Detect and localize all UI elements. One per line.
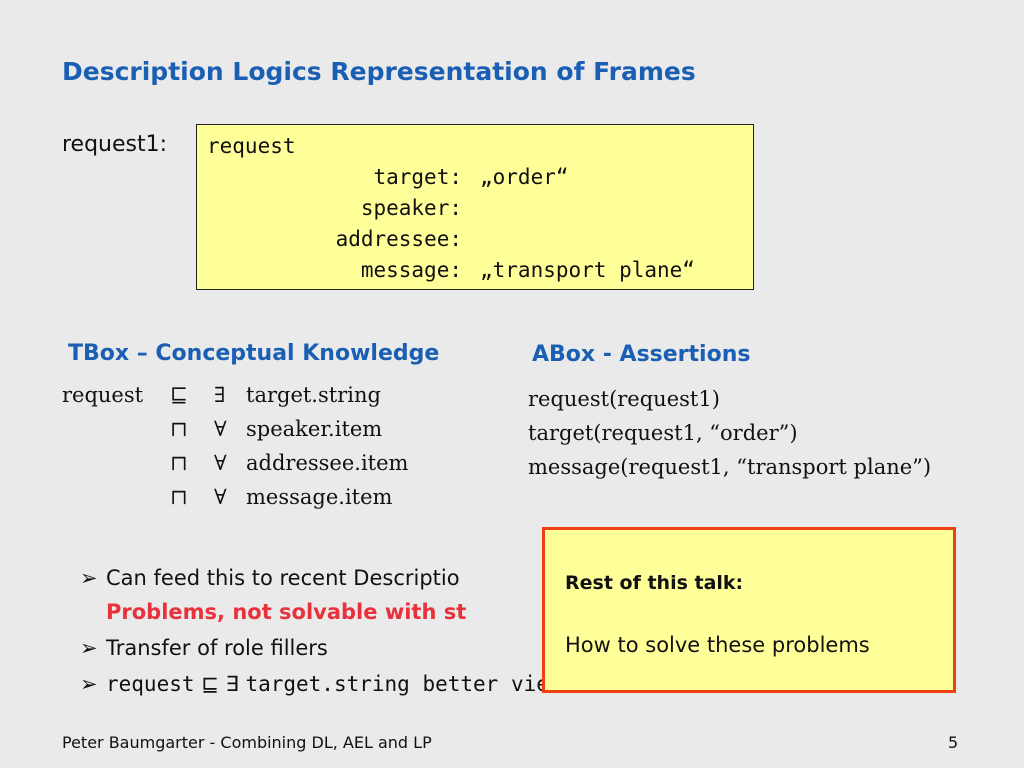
tbox-operator: ⊓ (170, 417, 188, 441)
frame-box: request target: „order“ speaker: address… (196, 124, 754, 290)
slot-key: target: (373, 165, 462, 189)
tbox-expression: target.string (246, 383, 381, 407)
bullet-arrow-icon: ➢ (80, 636, 98, 660)
tbox-heading: TBox – Conceptual Knowledge (68, 341, 440, 366)
slide-title: Description Logics Representation of Fra… (62, 57, 696, 86)
bullet-item: ➢ Transfer of role fillers (80, 630, 328, 666)
frame-slot-addressee: addressee: (197, 224, 753, 254)
tbox-operator: ⊑ (170, 383, 188, 407)
abox-heading: ABox - Assertions (532, 342, 751, 367)
tbox-operator: ⊓ (170, 451, 188, 475)
callout-body: How to solve these problems (565, 633, 870, 657)
tbox-quantifier: ∀ (214, 485, 227, 509)
callout-heading: Rest of this talk: (565, 572, 744, 594)
frame-slot-speaker: speaker: (197, 193, 753, 223)
frame-head: request (207, 134, 296, 158)
footer-author: Peter Baumgarter - Combining DL, AEL and… (62, 733, 432, 752)
bullet-symbols: ⊑ ∃ (201, 672, 239, 696)
slot-value: „transport plane“ (480, 258, 695, 282)
frame-slot-message: message: „transport plane“ (197, 255, 753, 285)
tbox-row: ⊑ ∃ target.string (170, 378, 450, 412)
frame-label: request1: (62, 132, 168, 157)
page-number: 5 (948, 733, 959, 752)
frame-slot-target: target: „order“ (197, 162, 753, 192)
slot-key: addressee: (335, 227, 462, 251)
bullet-arrow-icon: ➢ (80, 566, 98, 590)
tbox-row: ⊓ ∀ message.item (170, 480, 450, 514)
tbox-expression: addressee.item (246, 451, 409, 475)
tbox-expression: message.item (246, 485, 393, 509)
abox-line: request(request1) (528, 387, 720, 411)
tbox-expression: speaker.item (246, 417, 383, 441)
tbox-quantifier: ∃ (214, 383, 226, 407)
bullet-code: request (106, 672, 195, 696)
tbox-lhs: request (62, 383, 144, 407)
abox-line: target(request1, “order”) (528, 421, 798, 445)
slot-key: speaker: (360, 196, 462, 220)
bullet-arrow-icon: ➢ (80, 672, 98, 696)
bullet-code: target.string better vie (245, 672, 549, 696)
slot-value: „order“ (480, 165, 569, 189)
bullet-item: ➢ Can feed this to recent Descriptio (80, 560, 460, 596)
tbox-quantifier: ∀ (214, 451, 227, 475)
bullet-item: ➢ request ⊑ ∃ target.string better vie (80, 666, 549, 702)
tbox-quantifier: ∀ (214, 417, 227, 441)
tbox-row: ⊓ ∀ speaker.item (170, 412, 450, 446)
abox-assertions: request(request1) target(request1, “orde… (528, 382, 931, 484)
tbox-operator: ⊓ (170, 485, 188, 509)
tbox-row: ⊓ ∀ addressee.item (170, 446, 450, 480)
bullet-list: ➢ Can feed this to recent Descriptio Prob… (80, 560, 550, 710)
tbox-axioms: request ⊑ ∃ target.string ⊓ ∀ speaker.it… (62, 378, 442, 518)
bullet-text: Transfer of role fillers (106, 636, 328, 660)
bullet-text: Can feed this to recent Descriptio (106, 566, 460, 590)
callout-box: Rest of this talk: How to solve these pr… (542, 527, 956, 693)
slot-key: message: (360, 258, 462, 282)
bullet-subtext: Problems, not solvable with st (106, 600, 467, 624)
abox-line: message(request1, “transport plane”) (528, 455, 932, 479)
